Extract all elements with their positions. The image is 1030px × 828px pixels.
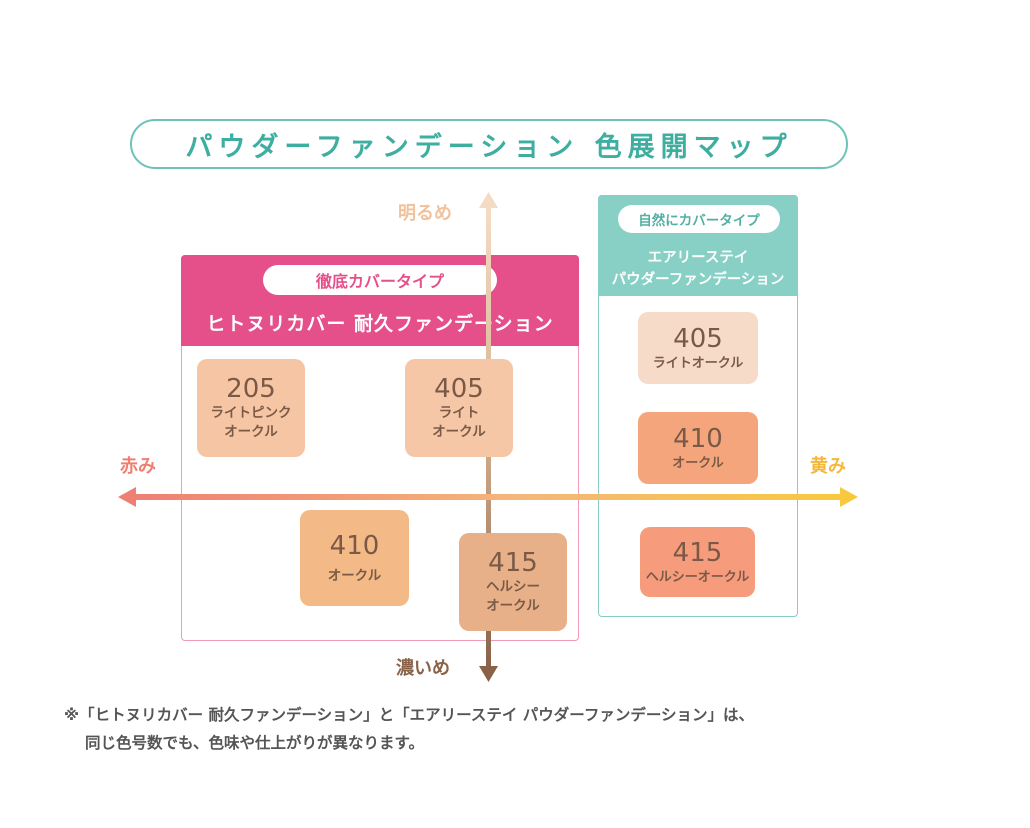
shade-name-line1: オークル [327,567,382,584]
airy-tag: 自然にカバータイプ [618,205,780,233]
axis-label-red: 赤み [120,456,156,477]
map-title: パウダーファンデーション 色展開マップ [130,119,848,169]
shade-name-line2: オークル [432,424,486,440]
shade-code: 405 [434,374,484,404]
shade-tile-hitonuri-405: 405 ライト オークル [405,359,513,457]
axis-label-dark: 濃いめ [396,658,450,679]
shade-tile-hitonuri-205: 205 ライトピンク オークル [197,359,305,457]
shade-name-line2: オークル [486,598,540,614]
shade-name-line1: ライト [438,405,480,421]
shade-code: 405 [673,323,723,354]
shade-name-line1: ライトピンク [210,405,292,421]
shade-code: 415 [672,537,723,568]
shade-code: 410 [673,423,723,454]
shade-tile-airy-415: 415 ヘルシーオークル [640,527,755,597]
shade-name-line1: ヘルシー [486,579,540,595]
shade-code: 410 [329,530,380,561]
footnote-line1: ※「ヒトヌリカバー 耐久ファンデーション」と「エアリーステイ パウダーファンデー… [64,706,755,724]
footnote-line2: 同じ色号数でも、色味や仕上がりが異なります。 [85,734,424,752]
shade-tile-hitonuri-415: 415 ヘルシー オークル [459,533,567,631]
hitonuri-tag: 徹底カバータイプ [263,265,497,295]
airy-product-name-line2: パウダーファンデーション [611,272,785,288]
shade-name: ライトオークル [652,355,744,371]
shade-name: オークル [672,455,724,471]
airy-product-name-line1: エアリーステイ [647,250,749,266]
shade-name: ヘルシーオークル [645,569,750,585]
shade-code: 415 [488,548,538,578]
shade-tile-airy-405: 405 ライトオークル [638,312,758,384]
axis-label-bright: 明るめ [398,203,452,224]
shade-name-line2: オークル [224,424,278,440]
shade-tile-hitonuri-410: 410 オークル [300,510,409,606]
axis-label-yellow: 黄み [810,456,846,477]
hitonuri-product-name: ヒトヌリカバー 耐久ファンデーション [206,312,554,335]
shade-code: 205 [226,374,276,404]
shade-tile-airy-410: 410 オークル [638,412,758,484]
